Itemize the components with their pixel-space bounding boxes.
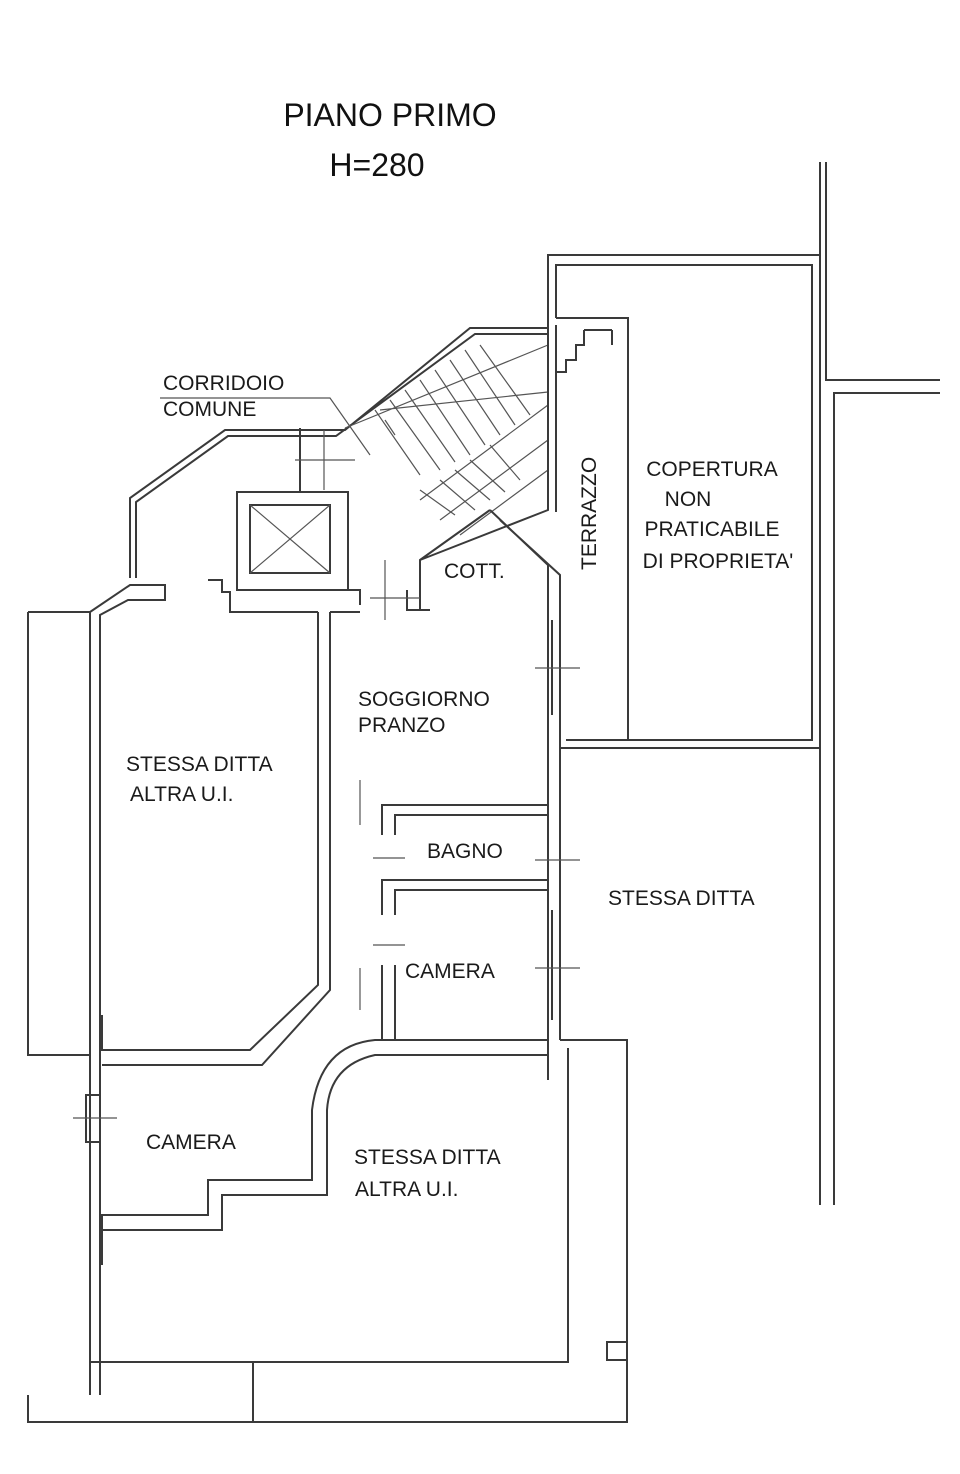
label-soggiorno: SOGGIORNO xyxy=(358,688,490,711)
window-marks xyxy=(535,667,580,969)
label-praticabile: PRATICABILE xyxy=(645,518,780,541)
label-bagno: BAGNO xyxy=(427,840,503,863)
label-right-unit: STESSA DITTA xyxy=(608,887,755,910)
label-non: NON xyxy=(665,488,712,511)
label-terrazzo: TERRAZZO xyxy=(578,457,601,570)
door-swing-marks xyxy=(359,780,405,1010)
door-marks xyxy=(295,430,420,620)
elevator-car xyxy=(249,504,331,574)
camera-curved-walls xyxy=(101,1039,548,1265)
soggiorno-walls xyxy=(547,620,561,1040)
label-cottura: COTT. xyxy=(444,560,505,583)
stair-walls xyxy=(407,322,561,620)
plan-height: H=280 xyxy=(329,147,424,183)
label-left-unit: STESSA DITTA xyxy=(126,753,273,776)
label-camera-2: CAMERA xyxy=(146,1131,236,1154)
label-bottom-unit: STESSA DITTA xyxy=(354,1146,501,1169)
camera-window xyxy=(85,1055,549,1143)
label-leader xyxy=(160,397,371,456)
copertura-walls xyxy=(547,254,820,749)
title-block: PIANO PRIMO H=280 xyxy=(283,97,496,183)
room-labels: CORRIDOIO COMUNE TERRAZZO COPERTURA NON … xyxy=(126,372,793,1201)
terrazzo-walls xyxy=(556,317,629,740)
pillar xyxy=(606,1341,628,1361)
neighbor-boundary xyxy=(819,162,940,1205)
label-copertura: COPERTURA xyxy=(646,458,777,481)
label-di-proprieta: DI PROPRIETA' xyxy=(643,550,794,573)
label-corridoio: CORRIDOIO xyxy=(163,372,284,395)
corridor-walls xyxy=(129,327,548,578)
left-unit-walls xyxy=(27,584,166,1395)
bagno-camera-walls xyxy=(381,804,548,1041)
left-room-walls xyxy=(101,612,331,1066)
label-camera-1: CAMERA xyxy=(405,960,495,983)
label-left-unit-2: ALTRA U.I. xyxy=(130,783,233,806)
entry-walls xyxy=(208,428,430,613)
elevator-cross-icon xyxy=(249,504,331,574)
plan-title: PIANO PRIMO xyxy=(283,97,496,133)
label-pranzo: PRANZO xyxy=(358,714,446,737)
elevator-shaft xyxy=(236,491,349,591)
staircase xyxy=(344,344,549,536)
walls xyxy=(27,162,940,1423)
label-comune: COMUNE xyxy=(163,398,256,421)
label-bottom-unit-2: ALTRA U.I. xyxy=(355,1178,458,1201)
